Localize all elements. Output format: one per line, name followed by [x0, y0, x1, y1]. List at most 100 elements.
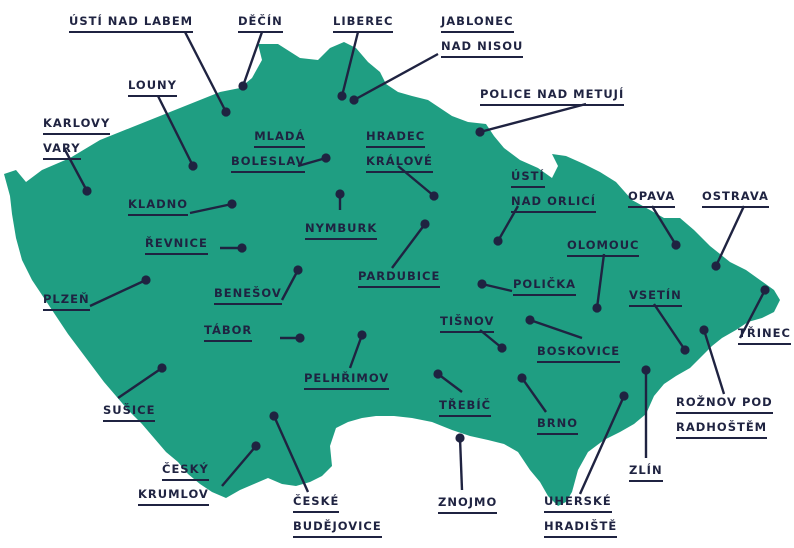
city-dot-tabor[interactable]	[295, 333, 305, 343]
city-label-usti-nad-labem[interactable]: ÚSTÍ NAD LABEM	[69, 14, 194, 39]
city-dot-zlin[interactable]	[641, 365, 651, 375]
city-dot-pardubice[interactable]	[420, 219, 430, 229]
leader-line-mlada-boleslav	[297, 156, 327, 168]
city-label-pelhrimov[interactable]: PELHŘIMOV	[304, 371, 390, 396]
city-dots	[82, 81, 770, 451]
city-dot-jablonec[interactable]	[349, 95, 359, 105]
leader-line-olomouc	[595, 253, 606, 309]
city-label-brno[interactable]: BRNO	[537, 416, 579, 441]
city-dot-benesov[interactable]	[293, 265, 303, 275]
leader-line-police	[479, 102, 587, 134]
city-label-decin[interactable]: DĚČÍN	[238, 14, 283, 39]
leader-line-usti-nad-labem	[183, 31, 228, 113]
leader-line-trebic	[437, 373, 463, 393]
leader-line-uherske-hradiste	[578, 395, 626, 495]
city-dot-ceske-budejovice[interactable]	[269, 411, 279, 421]
city-label-pardubice[interactable]: PARDUBICE	[358, 269, 441, 294]
leader-line-decin	[241, 31, 264, 87]
city-dot-trebic[interactable]	[433, 369, 443, 379]
leader-line-pardubice	[391, 223, 426, 269]
city-label-police-nad-metuji[interactable]: POLICE NAD METUJÍ	[480, 87, 625, 112]
leader-line-tisnov	[479, 329, 503, 349]
city-dot-karlovy-vary[interactable]	[82, 186, 92, 196]
city-label-znojmo[interactable]: ZNOJMO	[438, 495, 498, 520]
leader-line-susice	[117, 367, 163, 399]
leader-line-karlovy-vary	[62, 147, 89, 192]
city-dot-usti-nad-orlici[interactable]	[493, 236, 503, 246]
city-label-revnice[interactable]: ŘEVNICE	[145, 236, 208, 261]
city-label-tisnov[interactable]: TIŠNOV	[440, 314, 495, 339]
city-label-vsetin[interactable]: VSETÍN	[629, 288, 682, 313]
city-dot-kladno[interactable]	[227, 199, 237, 209]
leader-line-policka	[481, 282, 513, 293]
leader-line-roznov	[702, 329, 726, 395]
city-dot-uherske-hradiste[interactable]	[619, 391, 629, 401]
city-dot-liberec[interactable]	[337, 91, 347, 101]
city-label-ostrava[interactable]: OSTRAVA	[702, 189, 769, 214]
city-dot-revnice[interactable]	[237, 243, 247, 253]
city-dot-ostrava[interactable]	[711, 261, 721, 271]
city-dot-opava[interactable]	[671, 240, 681, 250]
leader-line-kladno	[189, 202, 233, 215]
leader-line-trinec	[738, 289, 767, 339]
city-dot-brno[interactable]	[517, 373, 527, 383]
city-dot-police[interactable]	[475, 127, 485, 137]
city-label-nymburk[interactable]: NYMBURK	[305, 221, 378, 246]
leader-line-znojmo	[458, 437, 464, 491]
leader-line-pelhrimov	[348, 334, 364, 369]
city-label-liberec[interactable]: LIBEREC	[333, 14, 394, 39]
city-dot-decin[interactable]	[238, 81, 248, 91]
leader-line-ostrava	[714, 205, 746, 267]
city-label-louny[interactable]: LOUNY	[128, 78, 177, 103]
leader-line-plzen	[89, 278, 147, 308]
city-dot-boskovice[interactable]	[525, 315, 535, 325]
city-dot-nymburk[interactable]	[335, 189, 345, 199]
leader-line-liberec	[340, 31, 360, 97]
city-dot-olomouc[interactable]	[592, 303, 602, 313]
city-dot-trinec[interactable]	[760, 285, 770, 295]
city-dot-tisnov[interactable]	[497, 343, 507, 353]
city-label-tabor[interactable]: TÁBOR	[204, 323, 253, 348]
leader-lines	[62, 31, 767, 495]
city-dot-policka[interactable]	[477, 279, 487, 289]
city-dot-mlada-boleslav[interactable]	[321, 153, 331, 163]
city-dot-usti-nad-labem[interactable]	[221, 107, 231, 117]
leader-line-louny	[156, 95, 195, 167]
city-label-olomouc[interactable]: OLOMOUC	[567, 238, 640, 263]
leader-line-benesov	[280, 269, 300, 301]
city-label-benesov[interactable]: BENEŠOV	[214, 286, 282, 311]
city-label-susice[interactable]: SUŠICE	[103, 403, 156, 428]
city-dot-cesky-krumlov[interactable]	[251, 441, 261, 451]
city-label-boskovice[interactable]: BOSKOVICE	[537, 344, 621, 369]
city-label-opava[interactable]: OPAVA	[628, 189, 676, 214]
city-dot-vsetin[interactable]	[680, 345, 690, 355]
city-dot-plzen[interactable]	[141, 275, 151, 285]
leader-line-cesky-krumlov	[221, 445, 257, 487]
city-dot-hradec[interactable]	[429, 191, 439, 201]
city-label-trinec[interactable]: TŘINEC	[738, 326, 791, 351]
city-dot-pelhrimov[interactable]	[357, 330, 367, 340]
leader-line-brno	[521, 377, 547, 413]
city-dot-znojmo[interactable]	[455, 433, 465, 443]
city-label-plzen[interactable]: PLZEŇ	[43, 292, 90, 317]
country-shape	[4, 42, 780, 506]
leader-line-vsetin	[653, 303, 686, 351]
city-dot-susice[interactable]	[157, 363, 167, 373]
city-dot-louny[interactable]	[188, 161, 198, 171]
leader-line-boskovice	[529, 318, 583, 340]
city-label-kladno[interactable]: KLADNO	[128, 197, 189, 222]
city-label-zlin[interactable]: ZLÍN	[629, 463, 663, 488]
city-dot-roznov[interactable]	[699, 325, 709, 335]
city-label-policka[interactable]: POLIČKA	[513, 277, 577, 302]
city-label-trebic[interactable]: TŘEBÍČ	[439, 398, 492, 423]
